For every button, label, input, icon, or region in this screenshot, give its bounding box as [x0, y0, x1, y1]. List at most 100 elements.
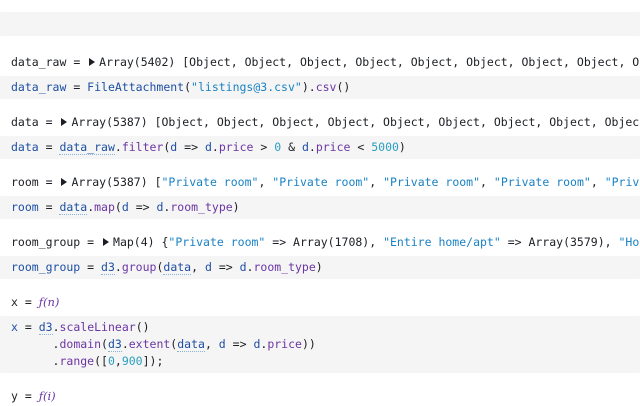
cell-output: y = ƒ(i)	[11, 389, 56, 403]
code-token: =>	[128, 200, 157, 214]
cell-output: data_raw = Array(5402) [Object, Object, …	[0, 52, 640, 72]
code-token: ]);	[142, 354, 164, 368]
cell-source[interactable]: room_group = d3.group(data, d => d.room_…	[0, 256, 640, 279]
code-line[interactable]: data = data_raw.filter(d => d.price > 0 …	[11, 139, 640, 156]
code-token: .	[163, 200, 171, 214]
code-token: 900	[121, 354, 143, 368]
code-token: =	[38, 140, 60, 154]
code-token[interactable]: d3	[101, 260, 115, 275]
code-token: price	[218, 140, 254, 154]
cell-source[interactable]: x = d3.scaleLinear() .domain(d3.extent(d…	[0, 316, 640, 373]
code-token: =	[80, 260, 102, 274]
code-token: 5000	[371, 140, 399, 154]
code-line[interactable]: .range([0,900]);	[11, 353, 640, 370]
code-token: .	[260, 337, 268, 351]
cell-output: x = ƒ(n)	[11, 295, 60, 309]
notebook-cell[interactable]: data = Array(5387) [Object, Object, Obje…	[0, 112, 640, 159]
code-token: ,	[191, 260, 205, 274]
output-name: data	[11, 115, 39, 129]
code-token: extent	[128, 337, 171, 351]
code-token: d	[218, 337, 226, 351]
code-token: x	[11, 320, 18, 334]
code-token: room_type	[253, 260, 316, 274]
expand-triangle-icon[interactable]	[61, 178, 68, 186]
code-token: =>	[177, 140, 205, 154]
code-token: room_group	[11, 260, 81, 274]
cell-source[interactable]: data = data_raw.filter(d => d.price > 0 …	[0, 136, 640, 159]
code-token: ([	[94, 354, 108, 368]
cell-source[interactable]: data_raw = FileAttachment("listings@3.cs…	[0, 76, 640, 99]
code-token: )	[232, 200, 240, 214]
notebook-cell[interactable]: room_group = Map(4) {"Private room" => A…	[0, 232, 640, 279]
code-token: group	[121, 260, 157, 274]
code-token: ,	[258, 175, 273, 189]
code-line[interactable]: x = d3.scaleLinear()	[11, 319, 640, 336]
code-token: (	[101, 337, 108, 351]
code-token: .	[211, 140, 219, 154]
code-token: .	[246, 260, 254, 274]
code-token: ).	[301, 80, 316, 94]
code-token[interactable]: d3	[107, 337, 122, 352]
notebook-cell[interactable]: y = ƒ(i)	[0, 386, 640, 406]
code-token: <	[350, 140, 372, 154]
code-token[interactable]: data_raw	[59, 140, 115, 155]
code-token[interactable]: data	[163, 260, 192, 275]
code-token[interactable]: data	[177, 337, 205, 352]
expand-triangle-icon[interactable]	[61, 118, 68, 126]
code-token: price	[315, 140, 351, 154]
code-line[interactable]: .domain(d3.extent(data, d => d.price))	[11, 336, 640, 353]
output-name: data_raw	[11, 55, 67, 69]
code-token: d	[170, 140, 178, 154]
cell-source[interactable]: room = data.map(d => d.room_type)	[0, 196, 640, 219]
previous-cell-source[interactable]	[0, 12, 640, 36]
code-line[interactable]: room_group = d3.group(data, d => d.room_…	[11, 259, 640, 276]
code-token: d	[253, 337, 261, 351]
code-token: room	[11, 200, 39, 214]
output-value: Map(4) {"Private room" => Array(1708), "…	[113, 235, 640, 249]
output-name: room_group	[11, 235, 81, 249]
expand-triangle-icon[interactable]	[103, 238, 110, 246]
code-token: (	[114, 200, 122, 214]
output-value: Array(5402) [Object, Object, Object, Obj…	[99, 55, 640, 69]
code-token: ,	[114, 354, 122, 368]
code-token: .	[114, 140, 122, 154]
code-token: =>	[225, 337, 254, 351]
code-token: "Private room"	[161, 175, 259, 189]
expand-triangle-icon[interactable]	[89, 58, 96, 66]
code-line[interactable]: data_raw = FileAttachment("listings@3.cs…	[11, 79, 640, 96]
cell-output: room_group = Map(4) {"Private room" => A…	[0, 232, 640, 252]
code-token: range	[59, 354, 95, 368]
code-token: d	[121, 200, 129, 214]
code-token: .	[114, 260, 122, 274]
code-token: ,	[480, 175, 494, 189]
code-token: ))	[301, 337, 316, 351]
function-output: ƒ(i)	[38, 389, 56, 403]
code-token[interactable]: d3	[38, 320, 53, 335]
notebook-cell[interactable]: data_raw = Array(5402) [Object, Object, …	[0, 52, 640, 99]
code-token: "Private room"	[272, 175, 370, 189]
code-token: =>	[211, 260, 240, 274]
notebook-cell[interactable]: room = Array(5387) ["Private room", "Pri…	[0, 172, 640, 219]
code-token: csv	[315, 80, 337, 94]
code-token[interactable]: data	[59, 200, 88, 215]
code-token: "Private room"	[493, 175, 591, 189]
code-token: d	[204, 260, 212, 274]
notebook-cell[interactable]: x = ƒ(n) x = d3.scaleLinear() .domain(d3…	[0, 292, 640, 373]
code-token: .	[11, 337, 60, 351]
code-token: "Entire home/apt"	[383, 235, 501, 249]
code-token: "Hotel ro	[618, 235, 640, 249]
code-token: =	[38, 200, 60, 214]
code-token: domain	[59, 337, 102, 351]
code-token: .	[121, 337, 129, 351]
code-token: .	[52, 320, 60, 334]
code-token: FileAttachment	[87, 80, 185, 94]
output-name: x	[11, 295, 18, 309]
code-token: ,	[369, 175, 384, 189]
code-token: room_type	[170, 200, 233, 214]
output-name: y	[11, 389, 18, 403]
code-token: Map(4) {	[113, 235, 169, 249]
code-line[interactable]: room = data.map(d => d.room_type)	[11, 199, 640, 216]
code-token: filter	[121, 140, 164, 154]
code-token: =	[17, 320, 39, 334]
code-token: (	[156, 260, 164, 274]
